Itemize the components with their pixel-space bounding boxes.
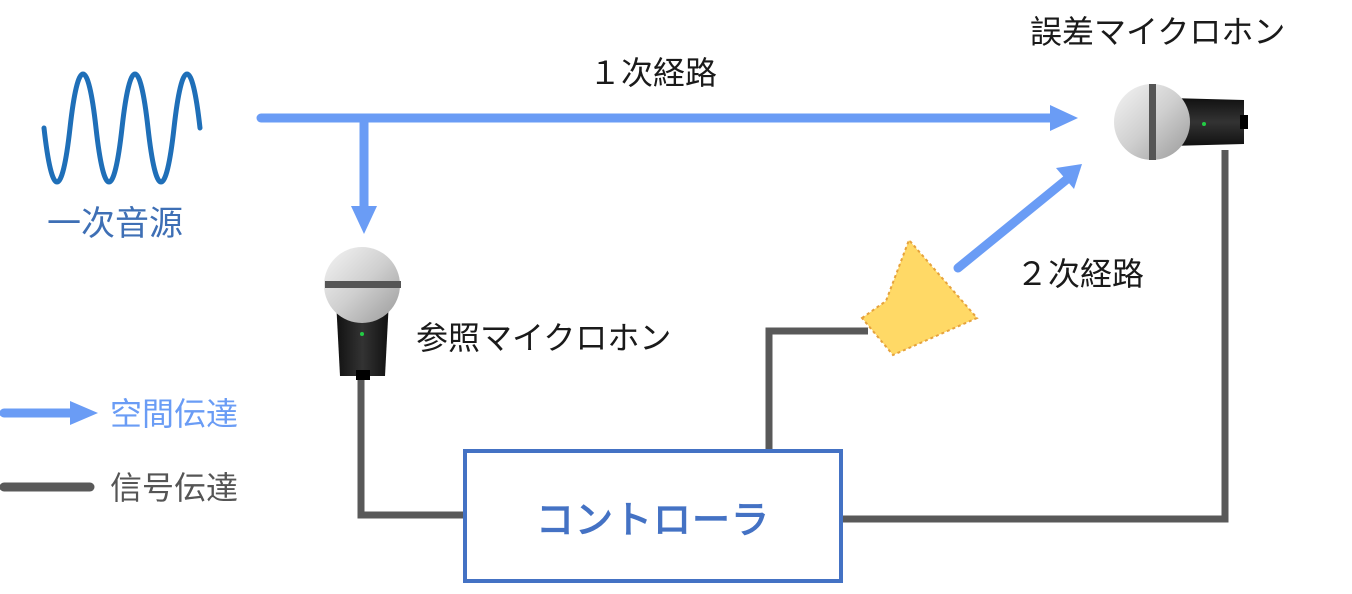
reference-mic-icon [324,247,401,380]
error-mic-label: 誤差マイクロホン [1030,13,1286,51]
reference-mic-label: 参照マイクロホン [416,319,672,357]
sine-wave-icon [41,71,203,185]
secondary-path-label: ２次経路 [1016,255,1145,293]
legend-spatial-arrowhead [70,401,98,425]
primary-path-arrowhead [1050,105,1078,131]
signal-wires [357,150,1229,523]
primary-path-label: １次経路 [589,54,718,92]
acoustic-paths [256,105,1082,273]
legend-marks [0,401,98,492]
legend-signal-label: 信号伝達 [110,469,239,507]
secondary-path-arrow [953,175,1071,273]
error-mic-cable [843,150,1229,523]
reference-mic-cable [357,380,463,519]
controller-box: コントローラ [463,449,843,583]
speaker-icon [860,238,979,357]
branch-arrowhead [351,206,377,234]
error-mic-icon [1114,84,1248,160]
legend-spatial-label: 空間伝達 [110,395,239,433]
primary-source-label: 一次音源 [47,204,183,244]
controller-label: コントローラ [535,497,770,542]
speaker-cable [765,327,868,449]
secondary-path-arrowhead [1056,164,1082,189]
